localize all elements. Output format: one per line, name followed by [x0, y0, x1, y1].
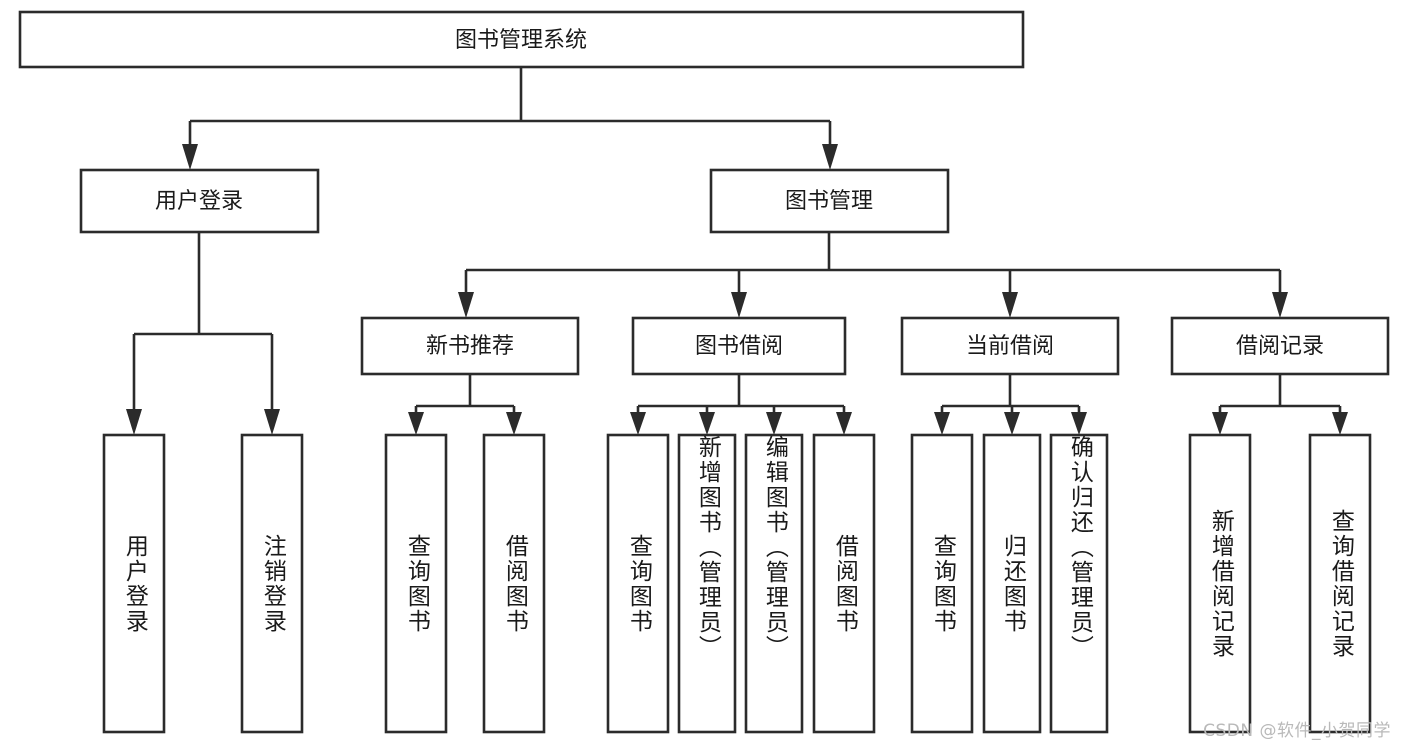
leaf-box[interactable]: [1308, 433, 1372, 734]
node-root[interactable]: 图书管理系统: [18, 10, 1025, 69]
leaf-box[interactable]: [384, 433, 448, 734]
arrow-down-icon: [1272, 292, 1288, 318]
node-borrow-record[interactable]: 借阅记录: [1170, 316, 1390, 376]
arrow-down-icon: [822, 144, 838, 170]
connector-newbook-to-leaves: [408, 374, 522, 435]
node-new-book-recommend[interactable]: 新书推荐: [360, 316, 580, 376]
node-book-management[interactable]: 图书管理: [709, 168, 950, 234]
borrow-record-label: 借阅记录: [1236, 334, 1324, 359]
node-user-login[interactable]: 用户登录: [79, 168, 320, 234]
arrow-down-icon: [506, 412, 522, 435]
leaf-box[interactable]: [606, 433, 670, 734]
arrow-down-icon: [408, 412, 424, 435]
arrow-down-icon: [1002, 292, 1018, 318]
arrow-down-icon: [182, 144, 198, 170]
book-borrow-label: 图书借阅: [695, 334, 783, 359]
arrow-down-icon: [1212, 412, 1228, 435]
arrow-down-icon: [630, 412, 646, 435]
connector-borrowrecord-to-leaves: [1212, 374, 1348, 435]
arrow-down-icon: [699, 412, 715, 435]
connector-bookborrow-to-leaves: [630, 374, 852, 435]
connector-bookmgmt-to-level3: [458, 232, 1288, 318]
leaf-box[interactable]: [1049, 433, 1109, 734]
root-box[interactable]: [18, 10, 1025, 69]
arrow-down-icon: [1332, 412, 1348, 435]
node-current-borrow[interactable]: 当前借阅: [900, 316, 1120, 376]
user-login-box[interactable]: [79, 168, 320, 234]
leaf-box[interactable]: [1188, 433, 1252, 734]
arrow-down-icon: [1004, 412, 1020, 435]
arrow-down-icon: [264, 409, 280, 435]
current-borrow-box[interactable]: [900, 316, 1120, 376]
arrow-down-icon: [836, 412, 852, 435]
current-borrow-label: 当前借阅: [966, 334, 1054, 359]
leaf-box[interactable]: [744, 433, 804, 734]
leaf-box[interactable]: [677, 433, 737, 734]
arrow-down-icon: [934, 412, 950, 435]
book-management-label: 图书管理: [785, 189, 873, 214]
connector-userlogin-to-leaves: [126, 232, 280, 435]
arrow-down-icon: [1071, 412, 1087, 435]
connector-currentborrow-to-leaves: [934, 374, 1087, 435]
root-label: 图书管理系统: [455, 28, 587, 53]
leaf-box[interactable]: [482, 433, 546, 734]
node-book-borrow[interactable]: 图书借阅: [631, 316, 847, 376]
leaf-boxes: [102, 433, 1372, 734]
arrow-down-icon: [731, 292, 747, 318]
watermark: CSDN @软件_小贺同学: [1203, 721, 1391, 741]
arrow-down-icon: [766, 412, 782, 435]
new-book-recommend-box[interactable]: [360, 316, 580, 376]
leaf-box[interactable]: [102, 433, 166, 734]
leaf-box[interactable]: [910, 433, 974, 734]
leaf-box[interactable]: [982, 433, 1042, 734]
user-login-label: 用户登录: [155, 189, 243, 214]
leaf-box[interactable]: [812, 433, 876, 734]
arrow-down-icon: [126, 409, 142, 435]
leaf-box[interactable]: [240, 433, 304, 734]
arrow-down-icon: [458, 292, 474, 318]
new-book-recommend-label: 新书推荐: [426, 334, 514, 359]
connector-root-to-level2: [182, 67, 838, 170]
